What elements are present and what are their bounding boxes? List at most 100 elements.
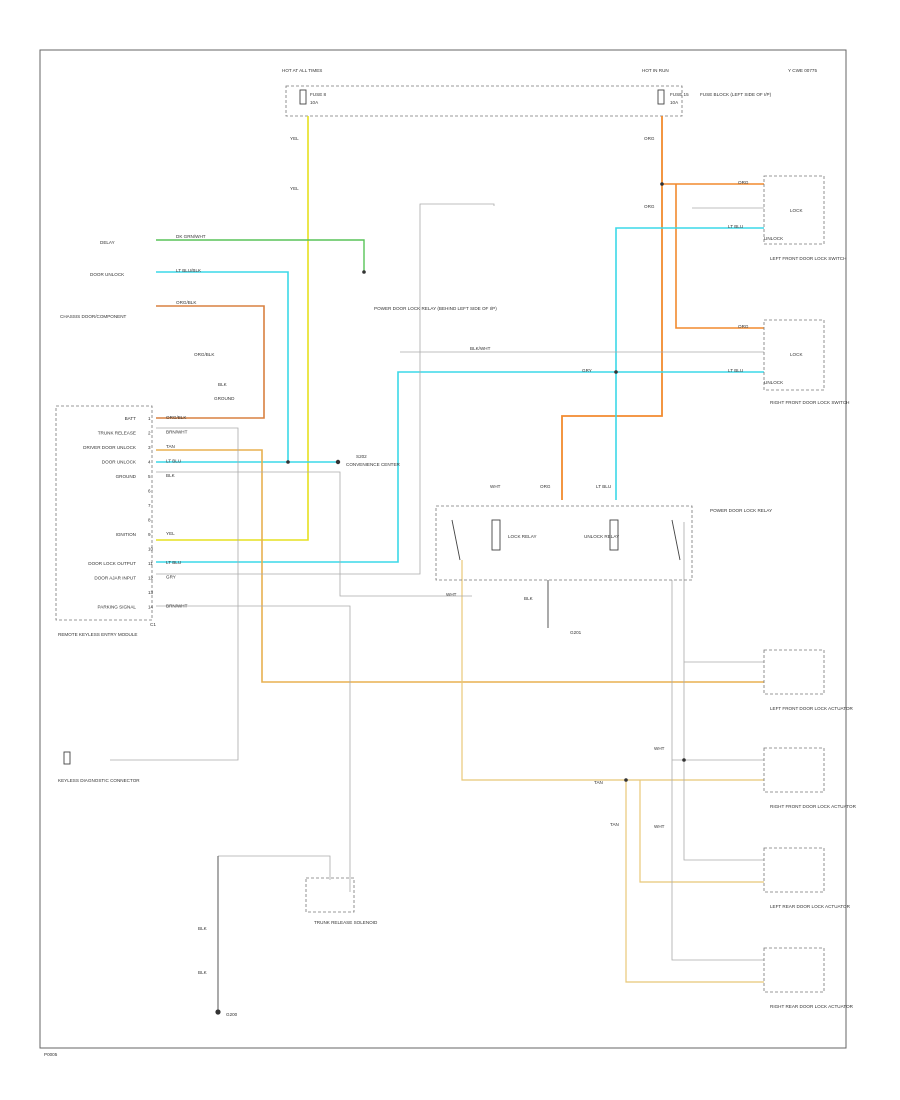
grey-wire-parking — [156, 605, 351, 892]
ground-symbol — [215, 1009, 221, 1015]
wire-label: ORG — [644, 204, 655, 209]
wire-label: GRY — [582, 368, 592, 373]
wire-label: ORG/BLK — [194, 352, 215, 357]
splice-dots — [215, 182, 686, 1015]
left-fuse-rating: 10A — [310, 100, 319, 105]
switch-outline — [763, 175, 825, 245]
left-front-switch-label: LEFT FRONT DOOR LOCK SWITCH — [770, 256, 846, 261]
grey-wire-trunk — [110, 427, 239, 761]
module-pin-wire: BLK — [166, 473, 176, 478]
module-pin-number: 10 — [148, 547, 154, 552]
module-pin-wire: TAN — [166, 444, 175, 449]
module-pin-wire: ORG/BLK — [166, 415, 187, 420]
lock-coil-label: LOCK RELAY — [508, 534, 537, 539]
splice-dot — [682, 758, 686, 762]
right-front-switch: LOCK UNLOCK RIGHT FRONT DOOR LOCK SWITCH — [763, 319, 849, 405]
module-pin-wire: LT BLU — [166, 560, 181, 565]
module-pin-number: 4 — [148, 460, 151, 465]
module-outline — [55, 405, 153, 621]
lr-actuator: LEFT REAR DOOR LOCK ACTUATOR — [763, 847, 851, 909]
module-pin-number: 9 — [148, 532, 151, 537]
module-pin-label: DOOR LOCK OUTPUT — [88, 561, 136, 566]
g200-label: G200 — [226, 1012, 238, 1017]
relay-outline — [435, 505, 693, 581]
wire-label: TAN — [610, 822, 619, 827]
yellow-wire — [156, 116, 309, 541]
unlock-label: DOOR UNLOCK — [90, 272, 125, 277]
switch-lock-word: LOCK — [790, 352, 803, 357]
trunk-outline — [305, 877, 355, 913]
wire-label: LT BLU — [728, 368, 743, 373]
module-pin-number: 12 — [148, 576, 154, 581]
orange-brown-wire — [156, 305, 265, 419]
left-fuse-symbol — [299, 89, 307, 105]
wire-label: ORG — [644, 136, 655, 141]
module-pin-label: PARKING SIGNAL — [98, 605, 137, 610]
wire-label: YEL — [290, 186, 299, 191]
module-pin-label: DOOR UNLOCK — [102, 460, 137, 465]
splice-dot — [614, 370, 618, 374]
splice-dot — [362, 270, 366, 274]
grey-wire-actuators — [683, 522, 764, 861]
splice-label: S202 — [356, 454, 367, 459]
right-fuse-label: FUSE 15 — [670, 92, 689, 97]
splice-dot — [286, 460, 290, 464]
actuator-outline — [763, 847, 825, 893]
tan-wire-lr — [639, 780, 764, 883]
right-fuse-rating: 10A — [670, 100, 679, 105]
trunk-label: TRUNK RELEASE SOLENOID — [314, 920, 378, 925]
wire-label: LT BLU — [596, 484, 611, 489]
module-pin-label: BATT — [125, 416, 137, 421]
lf-actuator: LEFT FRONT DOOR LOCK ACTUATOR — [763, 649, 854, 711]
splice-dot — [335, 459, 341, 465]
diagram-frame — [39, 49, 847, 1049]
right-front-switch-label: RIGHT FRONT DOOR LOCK SWITCH — [770, 400, 849, 405]
black-wire-g200 — [218, 855, 331, 880]
rr-actuator-label: RIGHT REAR DOOR LOCK ACTUATOR — [770, 1004, 854, 1009]
wire-label: LT BLU — [728, 224, 743, 229]
module-pin-wire: BRN/WHT — [166, 604, 188, 609]
unlock-coil — [609, 519, 619, 551]
grey-wire-splice — [156, 203, 495, 575]
module-title: REMOTE KEYLESS ENTRY MODULE — [58, 632, 137, 637]
keyless-connector-label: KEYLESS DIAGNOSTIC CONNECTOR — [58, 778, 140, 783]
tan-wire-rear — [461, 560, 764, 781]
module-pin-wire: LT BLU — [166, 459, 181, 464]
actuator-outline — [763, 947, 825, 993]
module-pin-label: IGNITION — [116, 532, 136, 537]
grey-wire-ground — [156, 471, 472, 597]
left-fuse-caption: HOT AT ALL TIMES — [282, 68, 322, 73]
module-pin-number: 11 — [148, 561, 153, 566]
lock-coil — [491, 519, 501, 551]
module-pin-label: TRUNK RELEASE — [98, 431, 136, 436]
wire-label: BLK — [198, 970, 208, 975]
cyan-wire-unlock — [156, 271, 289, 462]
module-pin-number: 14 — [148, 605, 154, 610]
actuator-outline — [763, 649, 825, 695]
module-pin-number: 3 — [148, 445, 151, 450]
wire-label: BLK/WHT — [470, 346, 491, 351]
wire-label: WHT — [654, 824, 665, 829]
rr-actuator: RIGHT REAR DOOR LOCK ACTUATOR — [763, 947, 854, 1009]
module-pin-wire: GRY — [166, 575, 176, 580]
trunk-solenoid: TRUNK RELEASE SOLENOID G200 — [226, 877, 378, 1017]
module-pin-number: 13 — [148, 590, 154, 595]
module-pin-label: DOOR AJAR INPUT — [94, 576, 136, 581]
wire-label: YEL — [290, 136, 299, 141]
left-front-switch: LOCK UNLOCK LEFT FRONT DOOR LOCK SWITCH — [763, 175, 846, 261]
rf-actuator-label: RIGHT FRONT DOOR LOCK ACTUATOR — [770, 804, 857, 809]
switch-outline — [763, 319, 825, 391]
module-pin-number: 2 — [148, 431, 151, 436]
wires — [110, 116, 764, 1010]
unlock-coil-label: UNLOCK RELAY — [584, 534, 619, 539]
orange-branch-rr — [675, 184, 764, 329]
module-pin-label: GROUND — [116, 474, 137, 479]
lr-actuator-label: LEFT REAR DOOR LOCK ACTUATOR — [770, 904, 851, 909]
orange-feed-wire — [561, 116, 663, 500]
wire-label: LT BLU/BLK — [176, 268, 202, 273]
wire-label: WHT — [654, 746, 665, 751]
grey-wire-actuators-2 — [671, 580, 764, 961]
rf-actuator: RIGHT FRONT DOOR LOCK ACTUATOR — [763, 747, 857, 809]
